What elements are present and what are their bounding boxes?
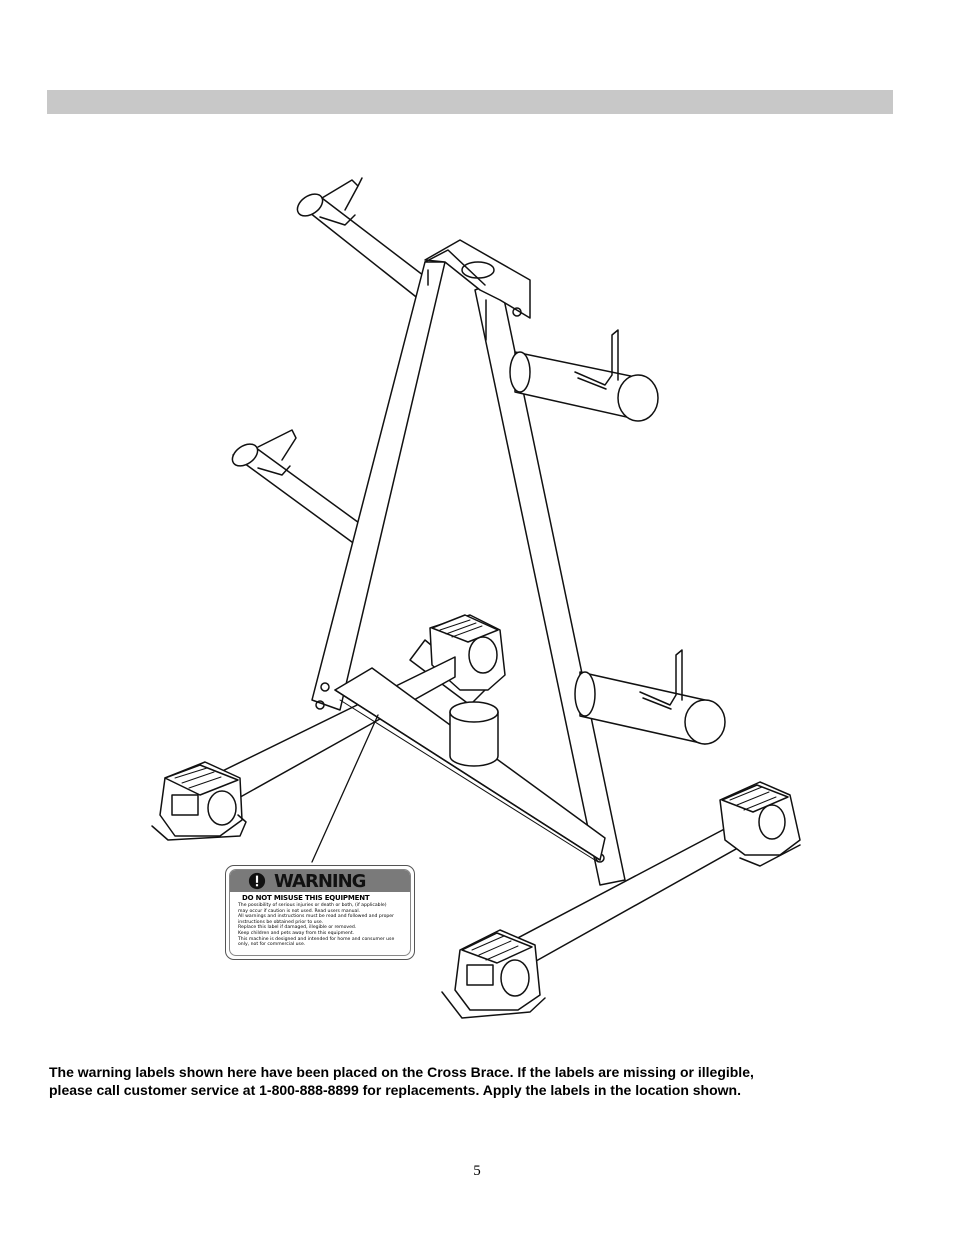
warning-triangle-icon [248,872,266,890]
left-base-arm [152,657,455,840]
warning-subtitle: DO NOT MISUSE THIS EQUIPMENT [242,894,370,902]
page-number: 5 [473,1163,481,1179]
lower-right-peg [575,650,725,744]
upper-right-peg [510,330,658,421]
a-frame [312,240,625,885]
mid-left-peg [228,430,366,545]
weight-plate-tree-illustration [140,170,820,1040]
label-leader-line [312,715,378,862]
warning-title: WARNING [274,870,366,892]
center-cup [450,702,498,766]
section-header-bar [47,90,893,114]
upper-left-peg [293,178,432,300]
warning-label: WARNING DO NOT MISUSE THIS EQUIPMENT The… [225,865,415,960]
warning-label-inner: WARNING DO NOT MISUSE THIS EQUIPMENT The… [229,869,411,956]
caption-text: The warning labels shown here have been … [49,1064,754,1098]
front-base-bar [442,782,800,1018]
warning-label-header: WARNING [230,870,410,892]
warning-body-text: The possibility of serious injuries or d… [238,903,395,948]
